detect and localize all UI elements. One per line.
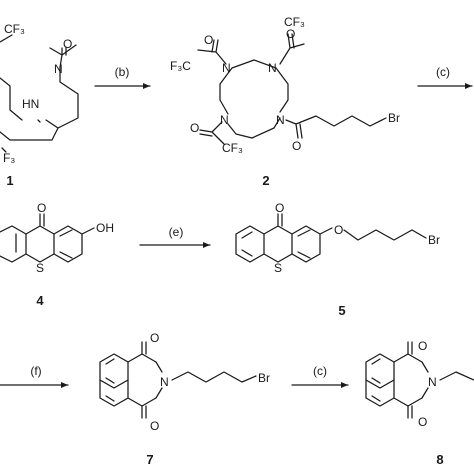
atom-o-8a: O — [418, 339, 427, 353]
atom-f3c-2: F₃C — [170, 59, 191, 73]
atom-br-7: Br — [258, 371, 270, 385]
atom-f3-1: F₃ — [3, 151, 15, 165]
compound-1-structure: CF₃ O N HN F₃ — [0, 22, 79, 165]
atom-n-2d: N — [276, 113, 285, 127]
atom-s-4: S — [36, 261, 44, 275]
step-label-f: (f) — [30, 364, 41, 378]
step-label-e: (e) — [169, 225, 184, 239]
step-label-b: (b) — [115, 65, 130, 79]
atom-o-2c: O — [190, 121, 199, 135]
atom-o-1: O — [63, 37, 72, 51]
compound-8-structure: O O N — [365, 339, 474, 429]
atom-o-4: O — [37, 201, 46, 215]
atom-o-5b: O — [334, 223, 343, 237]
atom-o-2a: O — [204, 33, 213, 47]
compound-7-structure: O O N Br — [99, 331, 270, 433]
atom-cf3-2a: CF₃ — [284, 15, 305, 29]
compound-5-structure: O O S Br — [235, 201, 440, 275]
atom-o-8b: O — [418, 415, 427, 429]
atom-oh-4: OH — [96, 221, 114, 235]
atom-n-2a: N — [222, 61, 231, 75]
compound-number-8: 8 — [436, 452, 443, 467]
atom-n-8: N — [428, 375, 437, 389]
atom-br-5: Br — [428, 233, 440, 247]
atom-o-2b: O — [286, 27, 295, 41]
step-label-c2: (c) — [313, 364, 327, 378]
compound-number-1: 1 — [6, 173, 13, 188]
atom-o-5a: O — [275, 201, 284, 215]
compound-number-5: 5 — [338, 303, 345, 318]
atom-br-2: Br — [388, 111, 400, 125]
atom-cf3-2c: CF₃ — [222, 141, 243, 155]
atom-o-7b: O — [150, 419, 159, 433]
atom-hn-1: HN — [22, 97, 39, 111]
compound-4-structure: O OH S — [0, 201, 114, 275]
atom-n-2c: N — [220, 113, 229, 127]
atom-o-2d: O — [292, 139, 301, 153]
atom-cf3-1: CF₃ — [4, 22, 25, 36]
atom-n-7: N — [160, 375, 169, 389]
atom-n-2b: N — [268, 61, 277, 75]
compound-2-structure: CF₃ O O F₃C N N N N O O CF₃ Br — [170, 15, 400, 155]
compound-number-7: 7 — [146, 452, 153, 467]
step-label-c1: (c) — [436, 65, 450, 79]
atom-n-1: N — [54, 62, 63, 76]
atom-o-7a: O — [150, 331, 159, 345]
compound-number-4: 4 — [36, 293, 44, 308]
compound-number-2: 2 — [262, 173, 269, 188]
atom-s-5: S — [274, 261, 282, 275]
